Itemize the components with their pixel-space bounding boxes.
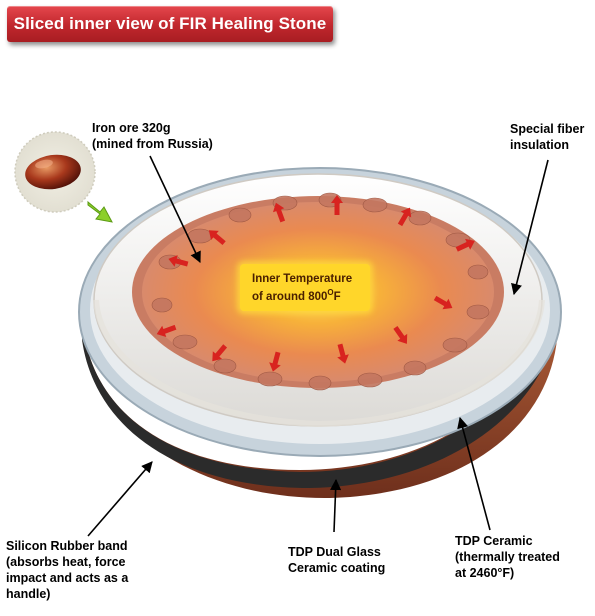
green-arrow-icon	[87, 200, 113, 223]
silicon-line-4: handle)	[6, 587, 51, 601]
tdp-ceramic-label: TDP Ceramic (thermally treated at 2460°F…	[455, 533, 560, 581]
fiber-line-1: Special fiber	[510, 122, 585, 136]
title-banner: Sliced inner view of FIR Healing Stone	[7, 6, 333, 42]
fiber-label: Special fiber insulation	[510, 121, 584, 153]
ceramic-base	[82, 300, 560, 499]
dual-glass-line-1: TDP Dual Glass	[288, 545, 381, 559]
inner-temp-degree: O	[327, 287, 334, 297]
silicon-line-3: impact and acts as a	[6, 571, 129, 585]
leader-lines	[87, 155, 549, 537]
inner-temp-unit: F	[333, 290, 341, 303]
heat-arrows	[156, 195, 475, 372]
iron-ore-line-2: (mined from Russia)	[92, 137, 213, 151]
tdp-ceramic-line-3: at 2460°F)	[455, 566, 515, 580]
pebble-icon	[14, 131, 96, 213]
dual-glass-label: TDP Dual Glass Ceramic coating	[288, 544, 385, 576]
dual-glass-line-2: Ceramic coating	[288, 561, 386, 575]
silicon-line-1: Silicon Rubber band	[6, 539, 128, 553]
iron-ore-line-1: Iron ore 320g	[92, 121, 171, 135]
inner-temperature-label: Inner Temperature of around 800OF	[240, 264, 370, 311]
tdp-ceramic-line-1: TDP Ceramic	[455, 534, 533, 548]
title-text: Sliced inner view of FIR Healing Stone	[13, 14, 327, 33]
silicon-line-2: (absorbs heat, force	[6, 555, 126, 569]
inner-temp-prefix: of around 800	[252, 290, 328, 303]
iron-ore-label: Iron ore 320g (mined from Russia)	[92, 120, 213, 152]
fiber-line-2: insulation	[510, 138, 570, 152]
inner-temp-line2: of around 800OF	[252, 286, 370, 304]
silicon-band-label: Silicon Rubber band (absorbs heat, force…	[6, 538, 128, 602]
tdp-ceramic-line-2: (thermally treated	[455, 550, 560, 564]
inner-temp-line1: Inner Temperature	[252, 272, 353, 285]
